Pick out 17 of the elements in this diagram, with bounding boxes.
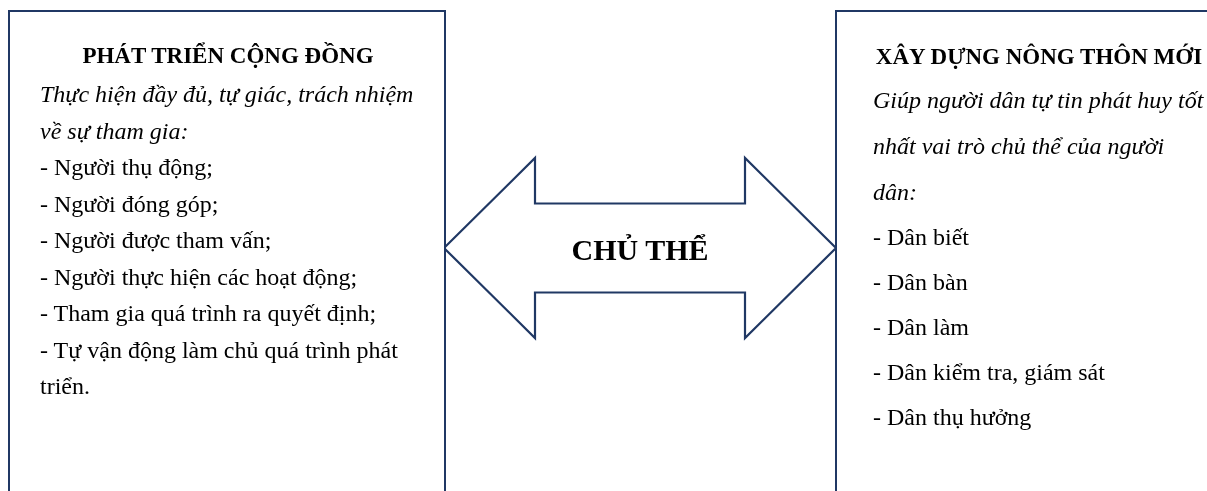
- intro-text: Thực hiện đầy đủ, tự giác, trách nhiệm về sự tham gia:: [40, 80, 415, 146]
- list-item: - Dân thụ hưởng: [873, 403, 1033, 432]
- box-heading: PHÁT TRIỂN CỘNG ĐỒNG: [81, 41, 375, 70]
- list-item: - Tự vận động làm chủ quá trình phát triển.: [40, 335, 399, 401]
- list-item: - Người được tham vấn;: [40, 226, 273, 255]
- list-item: - Dân làm: [873, 313, 970, 342]
- list-item: - Dân bàn: [873, 268, 969, 297]
- list-item: - Người thụ động;: [40, 153, 215, 182]
- box-heading: XÂY DỰNG NÔNG THÔN MỚI: [874, 42, 1204, 71]
- list-item: - Dân kiểm tra, giám sát: [873, 358, 1106, 387]
- list-item: - Người thực hiện các hoạt động;: [40, 262, 359, 292]
- text-box: [8, 10, 446, 491]
- text-box: [835, 10, 1207, 491]
- intro-text: Giúp người dân tự tin phát huy tốt nhất vai trò chủ thể của người dân:: [873, 86, 1205, 207]
- list-item: - Người đóng góp;: [40, 189, 220, 219]
- list-item: - Dân biết: [873, 223, 970, 252]
- list-item: - Tham gia quá trình ra quyết định;: [40, 299, 378, 328]
